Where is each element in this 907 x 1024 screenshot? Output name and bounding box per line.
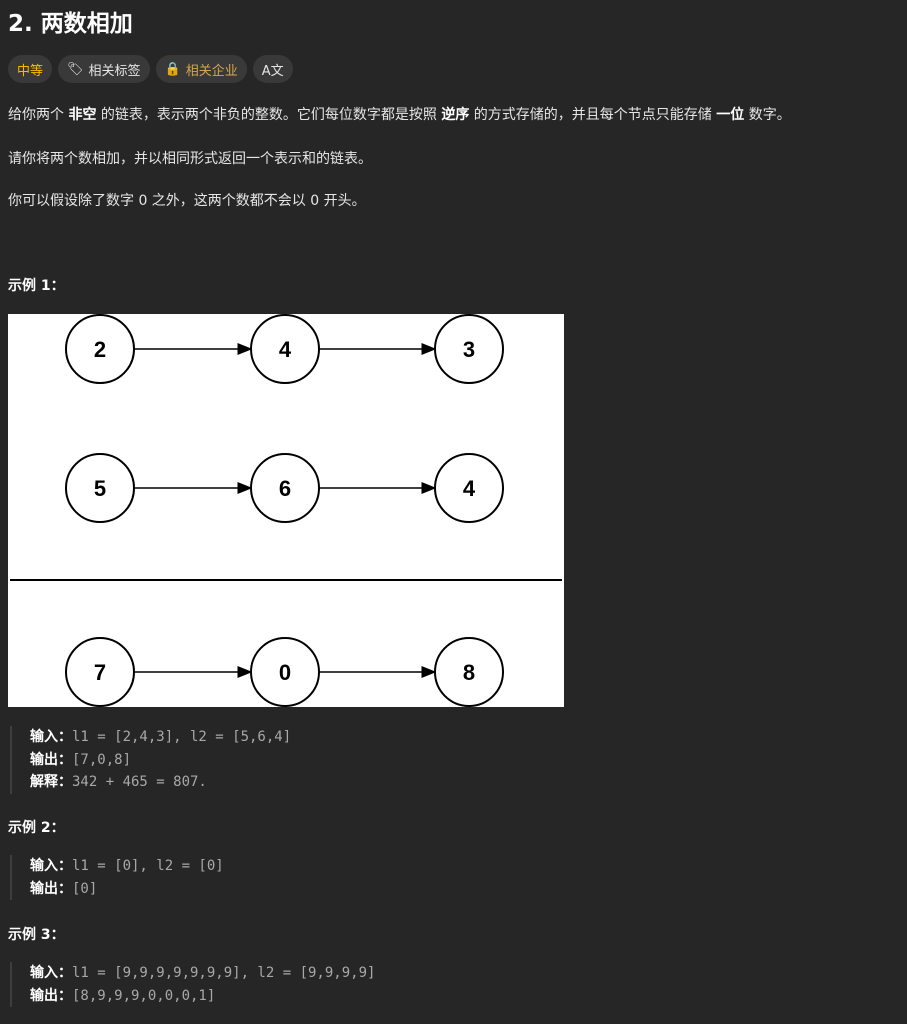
label: 输入： <box>30 729 72 745</box>
tag-bar: 中等 🏷相关标签 🔒相关企业 A文 <box>8 55 293 83</box>
list-node <box>250 453 320 523</box>
label: 输入： <box>30 965 72 981</box>
text-bold: 逆序 <box>441 107 470 123</box>
description-p2: 请你将两个数相加，并以相同形式返回一个表示和的链表。 <box>8 151 372 167</box>
text: 的链表，表示两个非负的整数。它们每位数字都是按照 <box>96 107 442 123</box>
value: [8,9,9,9,0,0,0,1] <box>72 987 216 1004</box>
label: 输出： <box>30 987 72 1004</box>
label: 解释： <box>30 774 72 790</box>
list-node <box>250 637 320 707</box>
value: [7,0,8] <box>72 751 132 768</box>
example-1-title: 示例 1： <box>8 278 65 294</box>
lock-icon: 🔒 <box>164 61 181 77</box>
example-2-block: 输入：l1 = [0], l2 = [0] 输出：[0] <box>10 855 224 900</box>
node-value: 3 <box>463 337 475 362</box>
text-bold: 一位 <box>716 107 745 123</box>
example-1-block: 输入：l1 = [2,4,3], l2 = [5,6,4] 输出：[7,0,8]… <box>10 726 291 794</box>
tag-icon: 🏷 <box>67 61 84 77</box>
problem-title: 2. 两数相加 <box>8 11 133 37</box>
node-value: 0 <box>279 660 291 685</box>
example-2-title: 示例 2： <box>8 820 65 836</box>
example-3-title: 示例 3： <box>8 927 65 943</box>
text: 给你两个 <box>8 107 69 123</box>
node-value: 4 <box>279 337 292 362</box>
node-value: 4 <box>463 476 476 501</box>
value: [0] <box>72 880 98 897</box>
description-p3: 你可以假设除了数字 0 之外，这两个数都不会以 0 开头。 <box>8 193 366 209</box>
companies-tag-button[interactable]: 🔒相关企业 <box>155 55 247 83</box>
list-node <box>250 314 320 384</box>
translate-button[interactable]: A文 <box>252 55 293 83</box>
label: 输出： <box>30 751 72 768</box>
list-node <box>434 314 504 384</box>
list-node <box>65 453 135 523</box>
value: l1 = [9,9,9,9,9,9,9], l2 = [9,9,9,9] <box>72 965 376 981</box>
text: 数字。 <box>744 107 791 123</box>
topics-label: 相关标签 <box>88 63 141 79</box>
node-value: 5 <box>94 476 106 501</box>
list-node <box>434 453 504 523</box>
example-3-block: 输入：l1 = [9,9,9,9,9,9,9], l2 = [9,9,9,9] … <box>10 962 375 1007</box>
node-value: 7 <box>94 660 106 685</box>
text-bold: 非空 <box>68 107 97 123</box>
value: l1 = [0], l2 = [0] <box>72 858 224 874</box>
list-node <box>434 637 504 707</box>
topics-tag-button[interactable]: 🏷相关标签 <box>58 55 150 83</box>
value: 342 + 465 = 807. <box>72 774 207 790</box>
list-node <box>65 637 135 707</box>
node-value: 8 <box>463 660 475 685</box>
value: l1 = [2,4,3], l2 = [5,6,4] <box>72 729 292 745</box>
label: 输入： <box>30 858 72 874</box>
label: 输出： <box>30 880 72 897</box>
description-p1: 给你两个 非空 的链表，表示两个非负的整数。它们每位数字都是按照 逆序 的方式存… <box>8 104 791 124</box>
node-value: 2 <box>94 337 106 362</box>
list-node <box>65 314 135 384</box>
node-value: 6 <box>279 476 291 501</box>
linked-list-diagram: 2 4 3 5 6 4 7 0 8 <box>8 314 564 707</box>
text: 的方式存储的，并且每个节点只能存储 <box>469 107 717 123</box>
companies-label: 相关企业 <box>185 63 238 79</box>
difficulty-badge: 中等 <box>8 55 53 83</box>
